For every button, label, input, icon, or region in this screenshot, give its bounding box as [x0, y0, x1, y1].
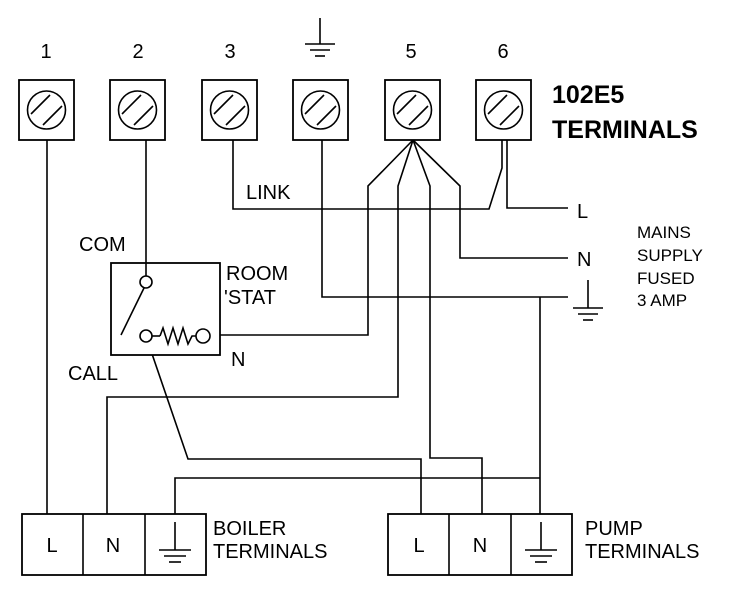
com-label: COM	[79, 234, 126, 256]
mains-earth-icon	[573, 280, 603, 321]
mains-info-line-2: SUPPLY	[637, 246, 703, 265]
earth-icon	[305, 18, 335, 57]
neutral-contact	[195, 328, 211, 344]
pump-title-line-1: PUMP	[585, 518, 643, 540]
mains-l-label: L	[577, 201, 588, 223]
boiler-terminal-block: L N	[21, 513, 207, 576]
terminal-4-earth	[292, 79, 349, 141]
terminal-2	[109, 79, 166, 141]
terminal-number-3: 3	[224, 41, 235, 63]
terminal-5	[384, 79, 441, 141]
terminal-number-1: 1	[40, 41, 51, 63]
accelerator-resistor-icon	[159, 325, 196, 347]
mains-info-line-4: 3 AMP	[637, 291, 687, 310]
terminal-number-2: 2	[132, 41, 143, 63]
mains-info-line-1: MAINS	[637, 223, 691, 242]
room-stat-title-line-1: ROOM	[226, 263, 288, 285]
terminal-1	[18, 79, 75, 141]
switch-blade	[120, 287, 145, 336]
terminal-3	[201, 79, 258, 141]
boiler-earth-icon	[159, 522, 191, 563]
com-contact	[139, 275, 153, 289]
boiler-n-label: N	[106, 535, 120, 557]
pump-terminal-block: L N	[387, 513, 573, 576]
mains-n-label: N	[577, 249, 591, 271]
terminal-number-6: 6	[497, 41, 508, 63]
terminal-block-102e5	[18, 79, 532, 141]
terminal-number-5: 5	[405, 41, 416, 63]
room-thermostat	[110, 262, 221, 356]
boiler-l-label: L	[46, 535, 57, 557]
terminal-6	[475, 79, 532, 141]
call-label: CALL	[68, 363, 118, 385]
boiler-title-line-2: TERMINALS	[213, 541, 327, 563]
stat-n-label: N	[231, 349, 245, 371]
pump-title-line-2: TERMINALS	[585, 541, 699, 563]
pump-l-label: L	[413, 535, 424, 557]
room-stat-title-line-2: 'STAT	[224, 287, 276, 309]
boiler-title-line-1: BOILER	[213, 518, 286, 540]
block-title-line-2: TERMINALS	[552, 116, 698, 144]
block-title-line-1: 102E5	[552, 81, 624, 109]
pump-earth-icon	[525, 522, 557, 563]
link-label: LINK	[246, 182, 291, 204]
mains-info-line-3: FUSED	[637, 269, 695, 288]
pump-n-label: N	[473, 535, 487, 557]
